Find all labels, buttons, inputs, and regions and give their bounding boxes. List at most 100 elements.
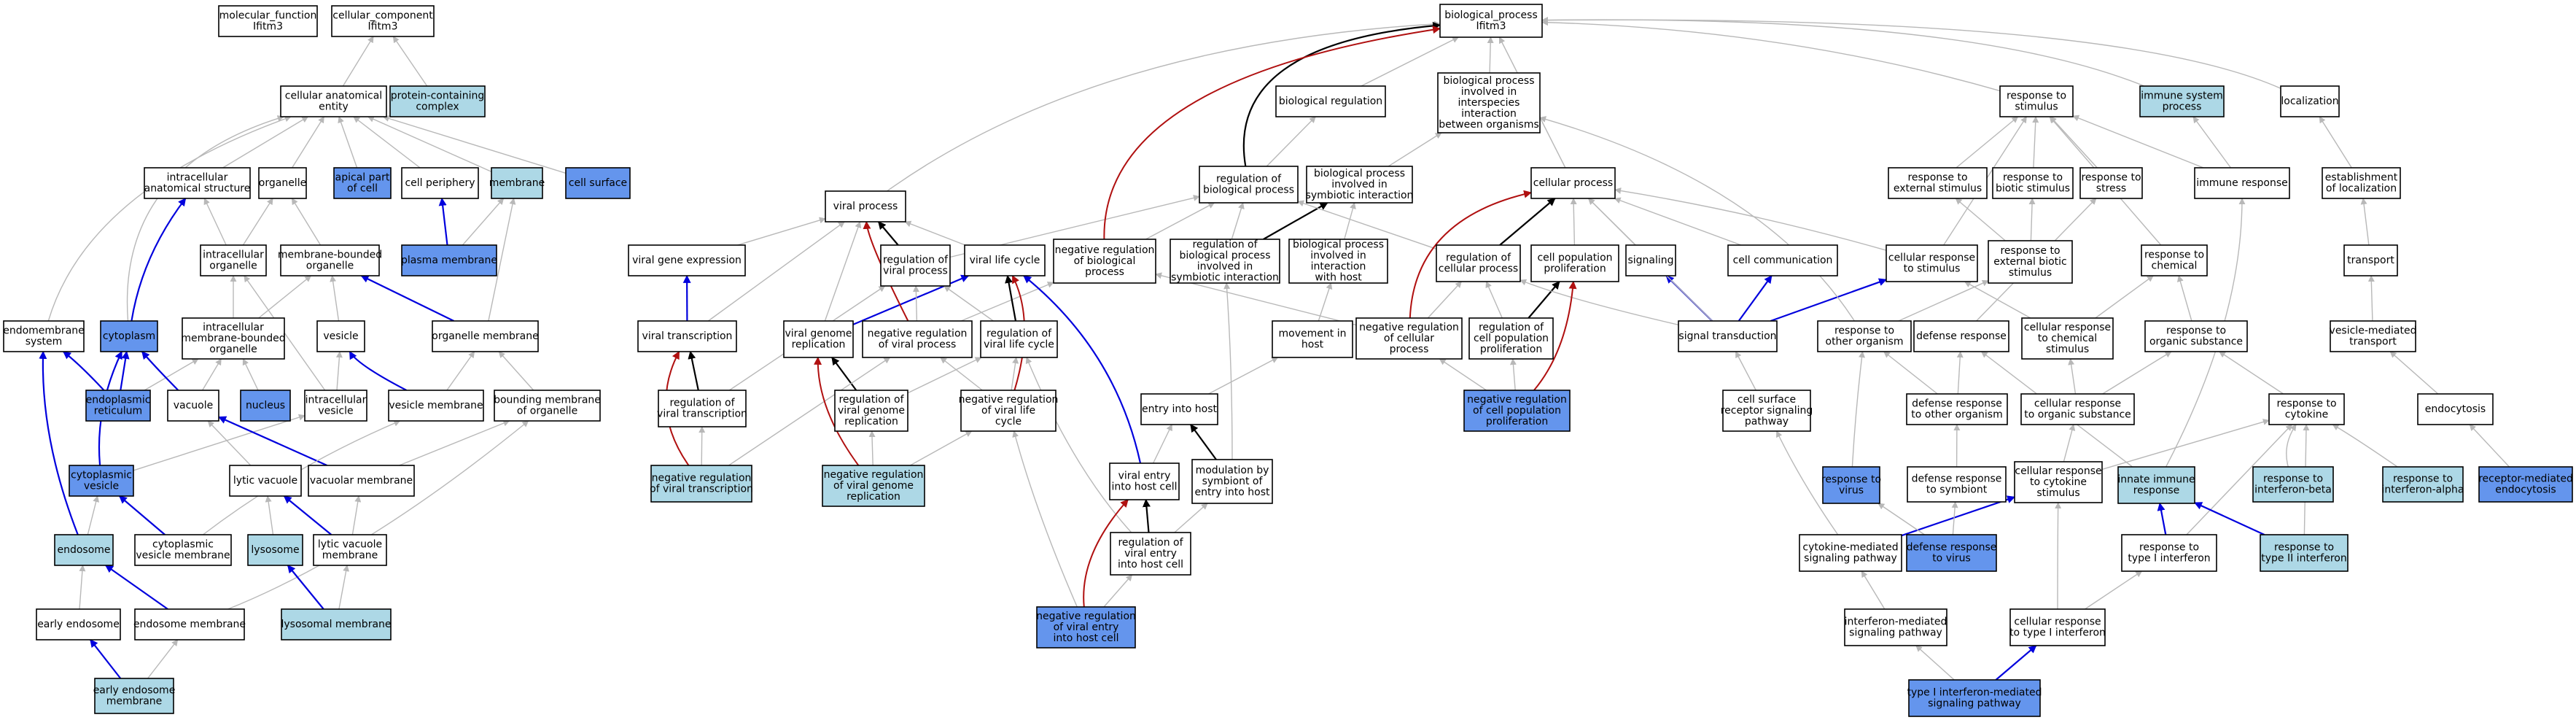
node-cytoplasm[interactable]: cytoplasm — [100, 320, 158, 352]
node-endosome-membrane[interactable]: endosome membrane — [133, 608, 246, 640]
node-cell-surface[interactable]: cell surface — [565, 167, 631, 199]
node-defense-response[interactable]: defense response — [1913, 320, 2009, 352]
node-lytic-vacuole[interactable]: lytic vacuole — [229, 465, 302, 497]
node-viral-life-cycle[interactable]: viral life cycle — [964, 244, 1046, 276]
node-immune-response[interactable]: immune response — [2194, 167, 2290, 199]
node-endocytosis[interactable]: endocytosis — [2417, 393, 2494, 425]
node-vacuolar-membrane[interactable]: vacuolar membrane — [308, 465, 415, 497]
node-cellular-process[interactable]: cellular process — [1530, 167, 1616, 199]
node-entry-into-host[interactable]: entry into host — [1140, 393, 1218, 425]
node-transport[interactable]: transport — [2343, 244, 2398, 276]
node-endosome[interactable]: endosome — [54, 534, 114, 566]
node-lysosomal-membrane[interactable]: lysosomal membrane — [281, 608, 392, 640]
node-nucleus[interactable]: nucleus — [240, 390, 291, 422]
node-lysosome[interactable]: lysosome — [247, 534, 303, 566]
node-membrane[interactable]: membrane — [489, 167, 545, 199]
node-organelle[interactable]: organelle — [258, 167, 307, 199]
node-vesicle[interactable]: vesicle — [316, 320, 365, 352]
node-localization[interactable]: localization — [2280, 85, 2340, 117]
node-viral-process[interactable]: viral process — [825, 190, 906, 222]
node-early-endosome[interactable]: early endosome — [36, 608, 121, 640]
node-plasma-membrane[interactable]: plasma membrane — [401, 244, 497, 276]
node-vesicle-membrane[interactable]: vesicle membrane — [388, 390, 484, 422]
node-vacuole[interactable]: vacuole — [167, 390, 219, 422]
node-viral-gene-expression[interactable]: viral gene expression — [628, 244, 746, 276]
node-cell-periphery[interactable]: cell periphery — [401, 167, 479, 199]
node-biological-regulation[interactable]: biological regulation — [1275, 85, 1386, 117]
node-signaling[interactable]: signaling — [1625, 244, 1676, 276]
node-cell-communication[interactable]: cell communication — [1727, 244, 1838, 276]
